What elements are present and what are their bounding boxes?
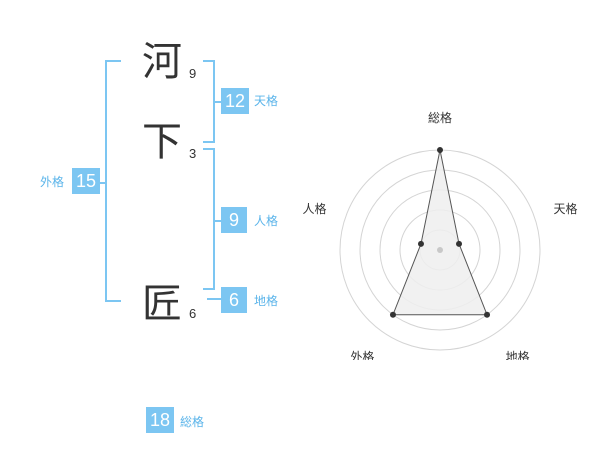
radar-point-2 [484, 311, 491, 318]
gaikaku-bracket [105, 60, 121, 302]
radar-center-dot [437, 247, 443, 253]
name-char-1: 河 [142, 39, 182, 85]
tenkaku-value: 12 [221, 88, 249, 114]
jinkaku-label: 人格 [254, 214, 279, 228]
jinkaku-bracket [203, 148, 215, 290]
tenkaku-connector [213, 101, 221, 103]
stroke-count-3: 6 [189, 306, 197, 321]
radar-point-0 [437, 147, 443, 153]
radar-axis-label-1: 天格 [554, 201, 578, 216]
chikaku-label: 地格 [254, 294, 279, 308]
radar-point-3 [389, 311, 396, 318]
soukaku-label: 総格 [180, 415, 205, 429]
radar-axis-label-2: 地格 [506, 349, 530, 360]
stroke-count-2: 3 [189, 146, 197, 161]
chikaku-value: 6 [221, 287, 247, 313]
radar-axis-label-4: 人格 [302, 201, 326, 216]
jinkaku-connector [213, 220, 221, 222]
radar-point-4 [417, 240, 424, 247]
name-char-3: 匠 [142, 281, 182, 327]
gaikaku-value: 15 [72, 168, 100, 194]
radar-axis-label-3: 外格 [350, 349, 374, 360]
soukaku-value: 18 [146, 407, 174, 433]
gaikaku-connector [99, 182, 105, 184]
tenkaku-label: 天格 [254, 94, 279, 108]
name-char-2: 下 [142, 119, 182, 165]
gaikaku-label: 外格 [40, 175, 65, 189]
chikaku-connector [207, 298, 221, 300]
stroke-count-1: 9 [189, 66, 197, 81]
radar-area [392, 149, 488, 316]
radar-axis-label-0: 総格 [428, 110, 452, 125]
radar-point-1 [456, 240, 463, 247]
jinkaku-value: 9 [221, 207, 247, 233]
